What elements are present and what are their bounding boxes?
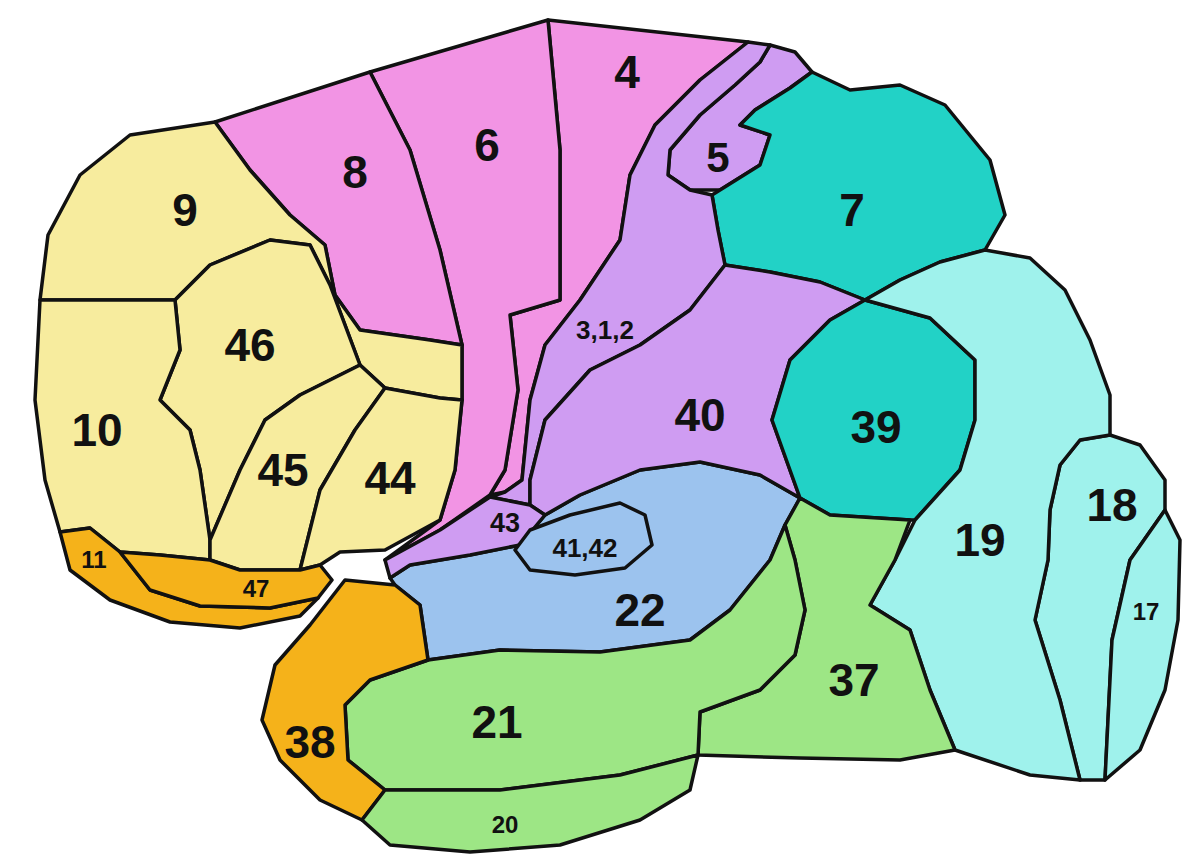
region-shape <box>35 300 210 560</box>
region-shape <box>262 580 428 820</box>
area-number: 47 <box>243 577 270 601</box>
area-number: 10 <box>71 407 122 453</box>
brain-region: 38 <box>258 576 432 824</box>
area-number: 45 <box>257 447 308 493</box>
area-number: 3,1,2 <box>576 317 634 343</box>
area-number: 9 <box>172 187 198 233</box>
brain-region: 10 <box>31 296 214 564</box>
region-outline <box>1101 506 1184 784</box>
area-number: 8 <box>342 149 368 195</box>
area-number: 19 <box>954 517 1005 563</box>
region-outline <box>358 751 702 856</box>
area-number: 21 <box>471 699 522 745</box>
area-number: 18 <box>1086 482 1137 528</box>
area-number: 20 <box>492 813 519 837</box>
area-number: 37 <box>828 657 879 703</box>
brain-region: 20 <box>358 751 702 856</box>
area-number: 41,42 <box>552 535 617 561</box>
region-outline <box>116 548 336 612</box>
area-number: 7 <box>839 187 865 233</box>
brain-region: 47 <box>116 548 336 612</box>
area-number: 39 <box>850 404 901 450</box>
area-number: 5 <box>706 137 729 179</box>
region-shape <box>1105 510 1180 780</box>
area-number: 43 <box>490 510 520 537</box>
area-number: 11 <box>81 548 106 572</box>
region-shape <box>362 755 698 852</box>
brain-region: 41,42 <box>511 499 656 579</box>
area-number: 17 <box>1133 600 1160 624</box>
area-number: 22 <box>614 587 665 633</box>
area-number: 46 <box>224 322 275 368</box>
region-shape <box>120 552 332 608</box>
area-number: 4 <box>614 49 640 95</box>
area-number: 6 <box>474 122 500 168</box>
region-shape <box>515 503 652 575</box>
brain-region: 17 <box>1101 506 1184 784</box>
area-number: 38 <box>284 719 335 765</box>
area-number: 40 <box>674 392 725 438</box>
area-number: 44 <box>364 455 415 501</box>
region-outline <box>258 576 432 824</box>
